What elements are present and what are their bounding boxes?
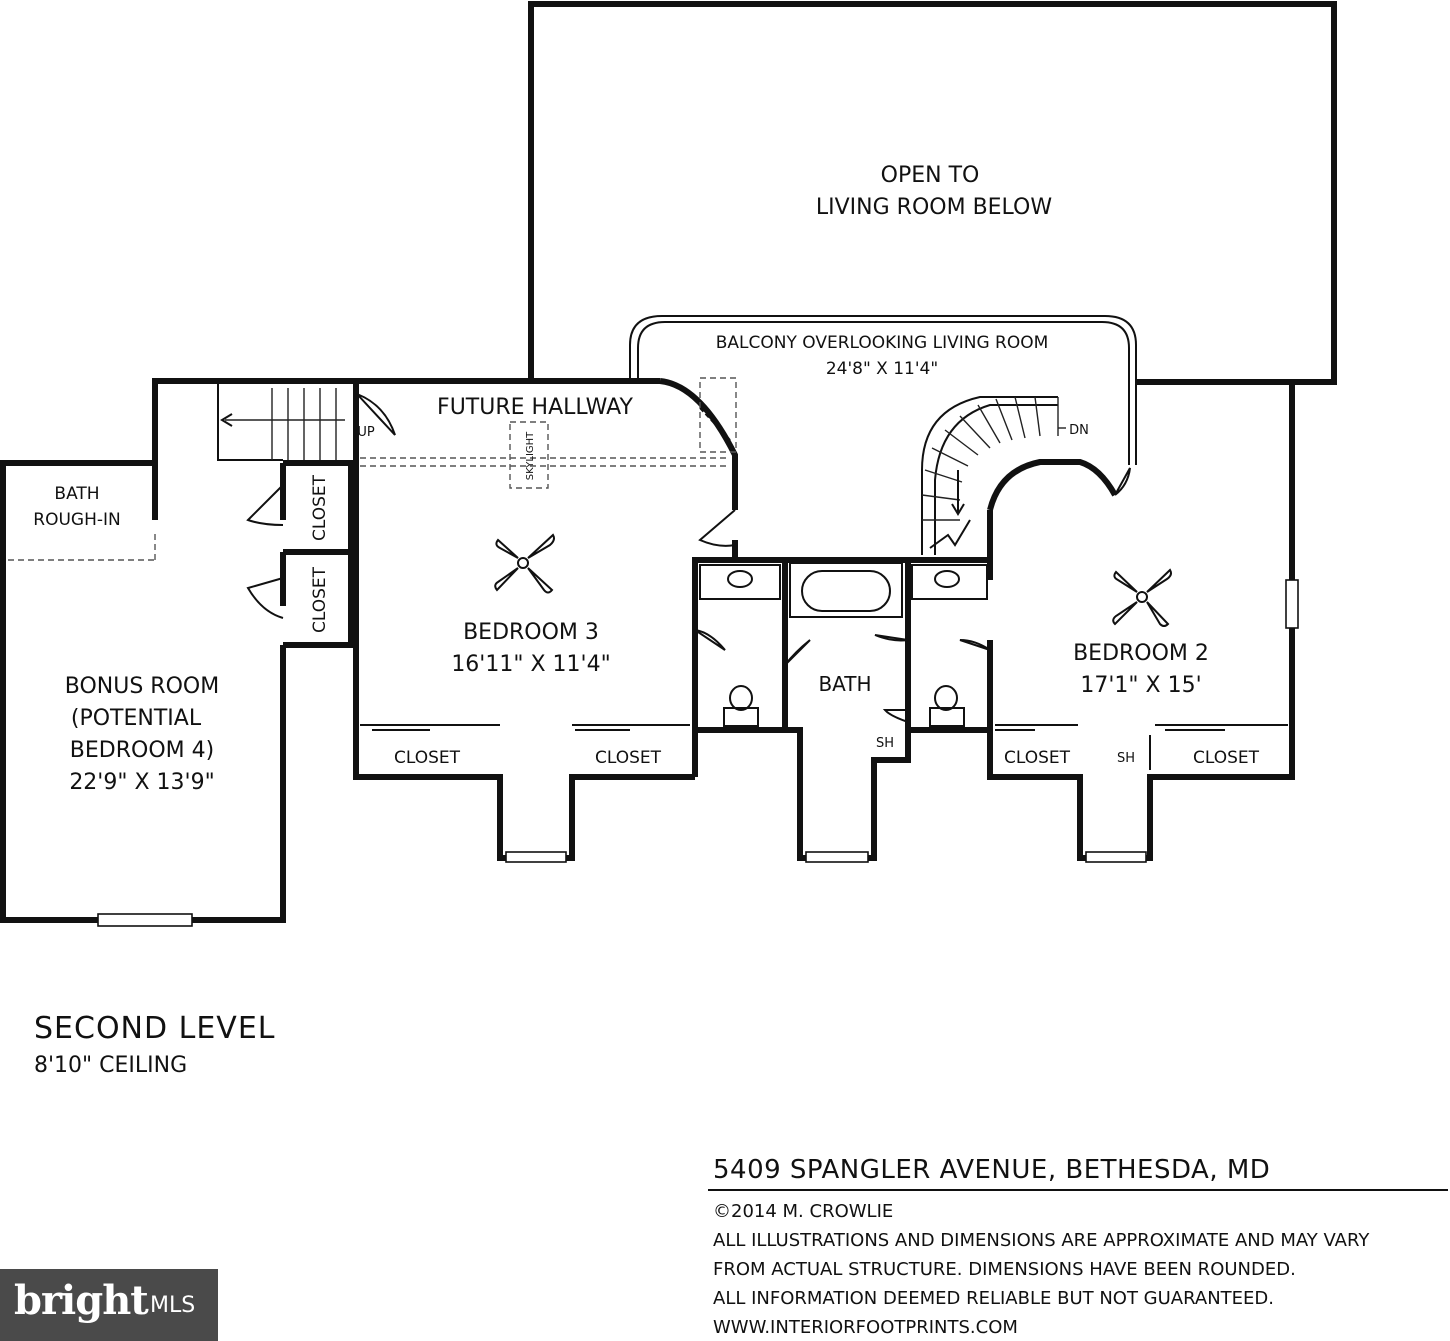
ceiling-fan-bedroom-3 — [494, 533, 555, 594]
balcony-rail — [629, 315, 1137, 465]
website: WWW.INTERIORFOOTPRINTS.COM — [713, 1317, 1018, 1338]
closet-label-bedroom-3-right: CLOSET — [595, 748, 662, 768]
bedroom-2-dims: 17'1" X 15' — [1080, 673, 1201, 698]
disclaimer-3: ALL INFORMATION DEEMED RELIABLE BUT NOT … — [713, 1288, 1274, 1309]
closet-label-bedroom-2-right: CLOSET — [1193, 748, 1260, 768]
bedroom-2-label: BEDROOM 2 — [1073, 641, 1209, 666]
ceiling-height: 8'10" CEILING — [34, 1053, 187, 1078]
bath-rough-in-label-1: BATH — [54, 484, 99, 504]
bonus-room-dims: 22'9" X 13'9" — [69, 770, 214, 795]
shelf-label-bath: SH — [876, 736, 894, 751]
closet-label-bedroom-2-left: CLOSET — [1004, 748, 1071, 768]
stair-up — [217, 381, 345, 461]
balcony-dims: 24'8" X 11'4" — [826, 359, 938, 379]
disclaimer-1: ALL ILLUSTRATIONS AND DIMENSIONS ARE APP… — [713, 1230, 1370, 1251]
bonus-room-label-1: BONUS ROOM — [65, 674, 219, 699]
balcony-label: BALCONY OVERLOOKING LIVING ROOM — [716, 333, 1049, 353]
bright-mls-watermark: bright MLS — [0, 1269, 218, 1341]
windows — [97, 579, 1299, 927]
closet-shelves — [360, 724, 1288, 770]
doors — [246, 393, 1131, 723]
bright-brand-text: bright — [14, 1277, 149, 1324]
bedroom-3-dims: 16'11" X 11'4" — [451, 652, 610, 677]
address: 5409 SPANGLER AVENUE, BETHESDA, MD — [713, 1155, 1270, 1185]
shelf-label-bedroom-2: SH — [1117, 751, 1135, 766]
dashed-lines — [8, 377, 737, 561]
ceiling-fan-bedroom-2 — [1112, 568, 1172, 627]
closet-label-bedroom-3-left: CLOSET — [394, 748, 461, 768]
open-to-living-outline — [528, 1, 1337, 385]
bath-fixtures — [699, 562, 988, 727]
bonus-room-label-3: BEDROOM 4) — [70, 738, 214, 763]
copyright: ©2014 M. CROWLIE — [713, 1201, 893, 1222]
future-hallway-label: FUTURE HALLWAY — [437, 395, 633, 420]
open-to-living-label-2: LIVING ROOM BELOW — [816, 195, 1052, 220]
mls-text: MLS — [150, 1293, 196, 1318]
stairs-up-label: UP — [357, 425, 375, 440]
disclaimer-2: FROM ACTUAL STRUCTURE. DIMENSIONS HAVE B… — [713, 1259, 1296, 1280]
bedroom-3-label: BEDROOM 3 — [463, 620, 599, 645]
bonus-room-label-2: (POTENTIAL — [71, 706, 202, 731]
closet-label-upper: CLOSET — [310, 474, 330, 541]
open-to-living-label-1: OPEN TO — [881, 163, 980, 188]
skylight-label: SKYLIGHT — [525, 431, 536, 480]
stair-down — [921, 396, 1066, 555]
bath-rough-in-label-2: ROUGH-IN — [33, 510, 120, 530]
closet-label-lower: CLOSET — [310, 566, 330, 633]
level-title: SECOND LEVEL — [34, 1011, 276, 1046]
bath-label: BATH — [818, 672, 871, 696]
stairs-down-label: DN — [1069, 423, 1089, 438]
